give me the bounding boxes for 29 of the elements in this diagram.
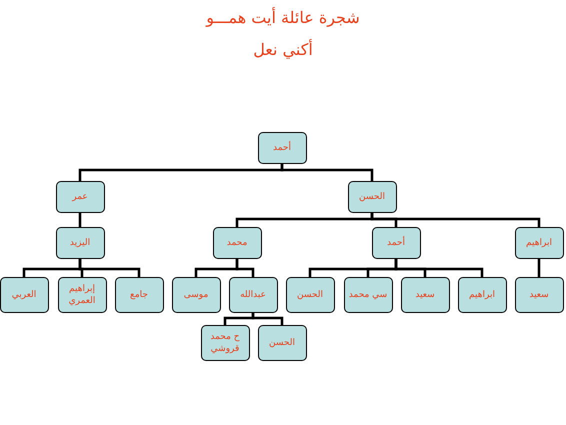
person-box: أحمد [258, 132, 306, 164]
person-box: موسى [172, 277, 220, 313]
person-box: محمد [212, 227, 262, 259]
person-box: سعيد [514, 277, 564, 313]
person-box: عبدالله [228, 277, 278, 313]
person-box: ابراهيم [514, 227, 564, 259]
person-box: الحسن [286, 277, 334, 313]
subtitle: أكني نعل [252, 40, 314, 60]
person-box: اليزيد [56, 227, 104, 259]
person-box: ح محمد قروشي [200, 325, 250, 361]
person-box: الحسن [258, 325, 306, 361]
person-box: سي محمد [344, 277, 392, 313]
connector-line [78, 259, 140, 277]
connector-line [538, 259, 540, 277]
person-box: العربي [0, 277, 48, 313]
person-box: إبراهيم العمري [58, 277, 106, 313]
connector-line [280, 164, 374, 181]
connector-line [370, 213, 540, 227]
title: شجرة عائلة أيت همـــو [204, 8, 361, 28]
person-box: عمر [56, 181, 104, 213]
person-box: الحسن [348, 181, 396, 213]
connector-line [236, 259, 254, 277]
connector-line [78, 213, 82, 227]
person-box: ابراهيم [458, 277, 506, 313]
connector-line [252, 313, 284, 325]
person-box: سعيد [400, 277, 450, 313]
person-box: جامع [114, 277, 164, 313]
connector-line [394, 259, 484, 277]
person-box: أحمد [372, 227, 420, 259]
